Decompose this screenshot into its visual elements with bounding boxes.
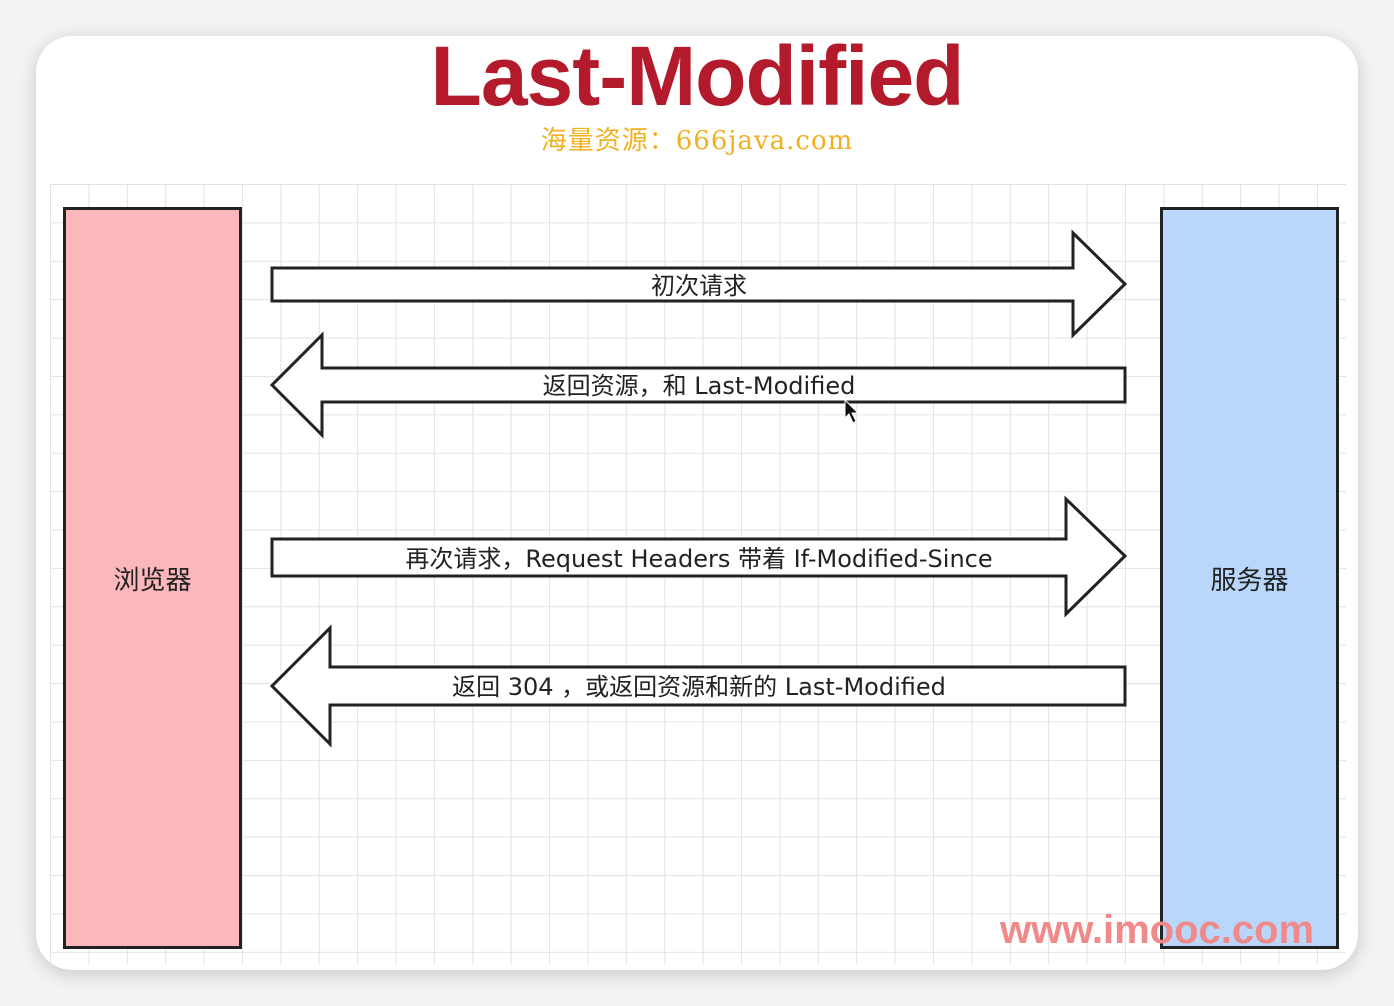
arrow-return-resource: 返回资源，和 Last-Modified	[269, 331, 1127, 439]
arrow-label: 再次请求，Request Headers 带着 If-Modified-Sinc…	[405, 545, 992, 573]
browser-label: 浏览器	[113, 565, 192, 596]
arrow-initial-request: 初次请求	[270, 229, 1128, 339]
server-node: 服务器	[1160, 207, 1339, 949]
arrow-shape-right	[270, 495, 1128, 618]
browser-node: 浏览器	[63, 207, 242, 949]
server-label: 服务器	[1210, 565, 1289, 596]
watermark-top: 海量资源：666java.com	[540, 126, 854, 156]
arrow-conditional-request: 再次请求，Request Headers 带着 If-Modified-Sinc…	[270, 495, 1128, 618]
arrow-label: 返回资源，和 Last-Modified	[543, 372, 856, 400]
arrow-shape-left	[269, 331, 1127, 439]
arrow-label: 返回 304 ，或返回资源和新的 Last-Modified	[452, 673, 946, 701]
arrow-shape-right	[270, 229, 1128, 339]
watermark-bottom: www.imooc.com	[1000, 908, 1315, 952]
slide-title: Last-Modified	[430, 29, 965, 123]
arrow-return-304: 返回 304 ，或返回资源和新的 Last-Modified	[269, 624, 1127, 748]
mouse-cursor-icon	[844, 398, 860, 424]
arrow-label: 初次请求	[651, 272, 747, 300]
arrow-shape-left	[269, 624, 1127, 748]
